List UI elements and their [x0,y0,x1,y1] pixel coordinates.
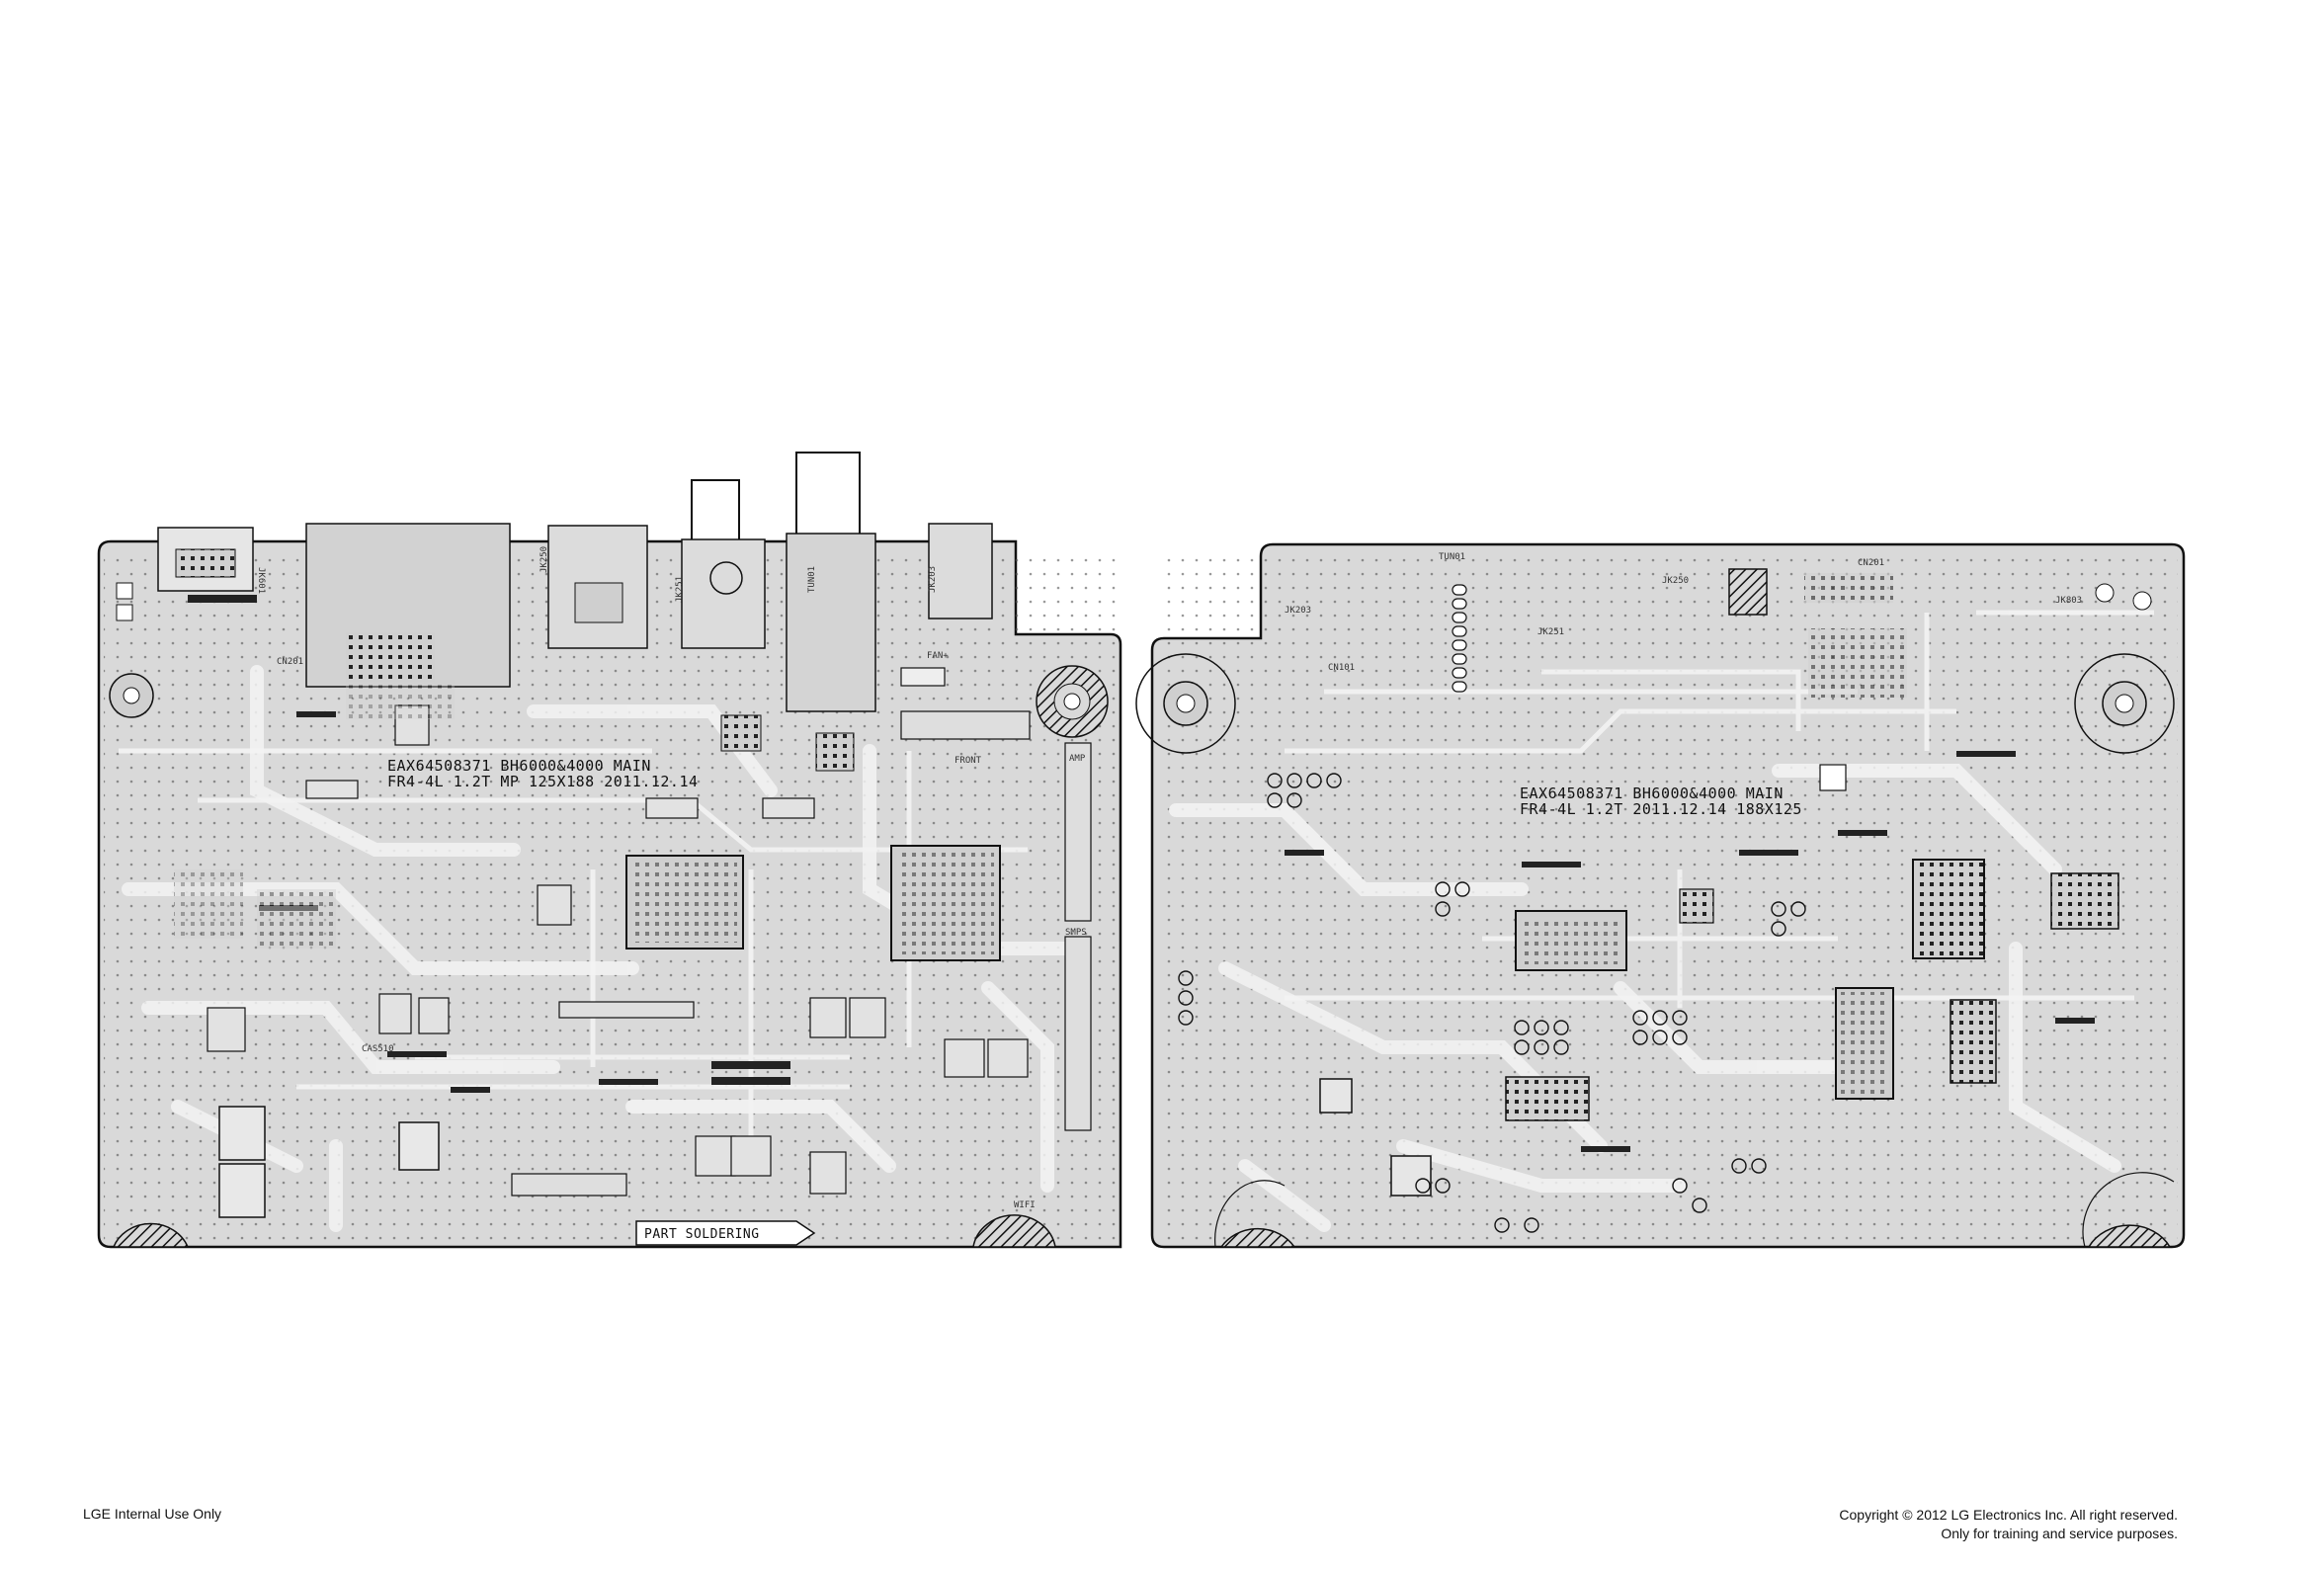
amp-connector [1064,742,1092,922]
ic-bga [1912,859,1985,959]
inductor [218,1106,266,1161]
inductor [218,1163,266,1218]
tuner-connector [786,533,876,712]
connector-outline [795,452,861,542]
ic-memory [2050,872,2119,930]
copyright-notice: Copyright © 2012 LG Electronics Inc. All… [1839,1506,2178,1543]
front-connector [900,710,1031,740]
board-model-text: EAX64508371 BH6000&4000 MAIN [387,757,651,775]
label-jk203: JK203 [1285,606,1311,616]
board-spec-text: FR4-4L 1.2T MP 125X188 2011.12.14 [387,773,699,790]
label-cas510: CAS510 [362,1044,394,1054]
label-cn101: CN101 [1328,663,1355,673]
jk203-connector [928,523,993,619]
smps-connector [1064,936,1092,1131]
label-smps: SMPS [1065,928,1087,938]
label-wifi: WIFI [1014,1200,1036,1210]
bga-pads [1808,628,1907,698]
mounting-area [2074,653,2175,754]
copyright-line: Copyright © 2012 LG Electronics Inc. All… [1839,1507,2178,1523]
label-tun01: TUN01 [1439,552,1465,562]
label-jk251: JK251 [675,576,685,603]
mounting-area [1135,653,1236,754]
label-jk601: JK601 [256,567,266,594]
label-front: FRONT [954,756,982,766]
label-jk250: JK250 [1662,576,1689,586]
ribbon-connector [511,1173,627,1197]
ic-small [720,714,762,752]
ic-small [815,732,855,772]
label-jk203: JK203 [928,566,938,593]
label-jk251: JK251 [1537,627,1564,637]
label-jk250: JK250 [540,546,549,573]
connector-outline [691,479,740,542]
label-tun01: TUN01 [807,566,817,593]
ic-ddr-2 [1950,999,1997,1084]
board-model-text: EAX64508371 BH6000&4000 MAIN [1520,784,1784,802]
internal-use-notice: LGE Internal Use Only [83,1506,222,1522]
tuner-pad [1728,568,1768,616]
board-spec-text: FR4-4L 1.2T 2011.12.14 188X125 [1520,800,1802,818]
left-board: EAX64508371 BH6000&4000 MAIN FR4-4L 1.2T… [97,452,1122,1249]
part-soldering-arrow [635,1220,816,1246]
part-soldering-label: PART SOLDERING [644,1227,760,1242]
label-cn201: CN201 [1858,558,1884,568]
ic-small [1505,1076,1590,1121]
label-cn201: CN201 [277,657,303,667]
label-amp: AMP [1069,754,1086,764]
label-fan: FAN+ [927,651,949,661]
training-purpose-line: Only for training and service purposes. [1941,1526,2178,1541]
label-jk803: JK803 [2055,596,2082,606]
right-board: EAX64508371 BH6000&4000 MAIN FR4-4L 1.2T… [1135,542,2186,1249]
